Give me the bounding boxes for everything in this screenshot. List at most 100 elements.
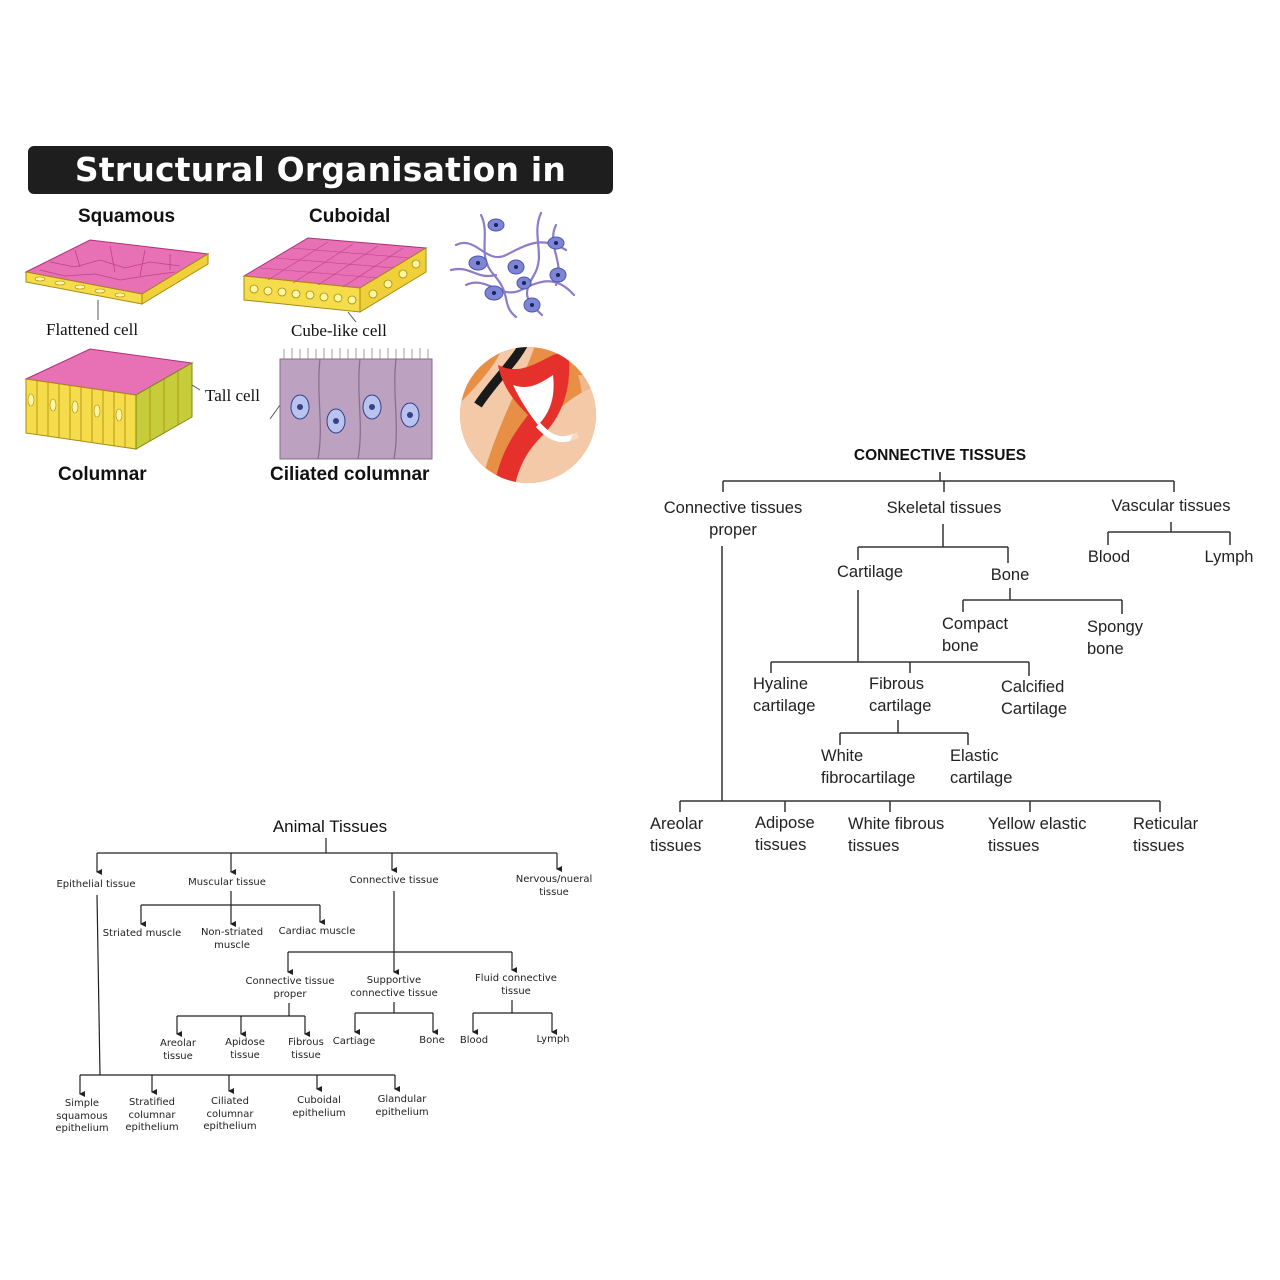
label-squamous: Squamous — [78, 206, 176, 227]
node-text-line: Areolar — [159, 1038, 197, 1049]
node-glandular-epithelium: Glandular epithelium — [375, 1094, 428, 1119]
node-text-line: Fibrous — [869, 675, 925, 693]
node-text-line: tissue — [539, 886, 569, 898]
node-text-line: tissues — [1133, 837, 1185, 855]
node-text-line: columnar — [128, 1109, 176, 1121]
node-connective-tissues-proper: Connective tissues proper — [664, 497, 803, 541]
node-text-line: Areolar — [650, 815, 704, 833]
banner-title: Structural Organisation in Animals — [28, 146, 613, 237]
node-striated-muscle: Striated muscle — [102, 928, 182, 939]
node-areolar-tissue: Areolar tissue — [160, 1038, 196, 1063]
node-connective-tissue-proper: Connective tissue proper — [246, 976, 335, 1001]
node-epithelial-tissue: Epithelial tissue — [56, 879, 136, 890]
node-bone: Bone — [990, 566, 1030, 584]
cuboidal-epithelium-illustration — [242, 237, 428, 322]
node-elastic-cartilage: Elastic cartilage — [950, 745, 1012, 789]
node-text-line: Hyaline — [753, 675, 809, 693]
node-nervous-tissue: Nervous/nueral tissue — [516, 874, 593, 899]
node-text-line: Glandular — [377, 1094, 427, 1105]
node-compact-bone: Compact bone — [942, 613, 1008, 657]
node-text-line: fibrocartilage — [821, 769, 916, 787]
node-cuboidal-epithelium: Cuboidal epithelium — [292, 1095, 345, 1120]
cartilage-joint-illustration — [460, 347, 596, 483]
label-flattened-cell: Flattened cell — [46, 320, 139, 339]
node-cardiac-muscle: Cardiac muscle — [278, 926, 356, 937]
node-fluid-connective-tissue: Fluid connective tissue — [475, 973, 557, 998]
label-columnar: Columnar — [58, 464, 147, 485]
node-text-line: Cartilage — [1001, 700, 1068, 718]
node-yellow-elastic-tissues: Yellow elastic tissues — [988, 813, 1086, 857]
node-text-line: Connective tissues — [663, 499, 803, 517]
node-stratified-columnar-epithelium: Stratified columnar epithelium — [125, 1097, 178, 1135]
node-connective-tissue: Connective tissue — [349, 875, 439, 886]
node-hyaline-cartilage: Hyaline cartilage — [753, 673, 815, 717]
node-text-line: proper — [709, 521, 757, 539]
node-text-line: cartilage — [753, 697, 816, 715]
node-bone: Bone — [419, 1035, 445, 1046]
animal-tissues-title: Animal Tissues — [272, 817, 388, 836]
node-text-line: Connective tissue — [245, 976, 335, 987]
node-white-fibrocartilage: White fibrocartilage — [821, 745, 915, 789]
label-cube-like-cell: Cube-like cell — [291, 321, 387, 340]
node-lymph: Lymph — [536, 1034, 570, 1045]
label-cuboidal: Cuboidal — [309, 206, 391, 227]
label-tall-cell: Tall cell — [205, 386, 260, 405]
node-areolar-tissues: Areolar tissues — [650, 813, 703, 857]
node-text-line: bone — [942, 637, 979, 655]
node-text-line: epithelium — [125, 1122, 179, 1133]
node-reticular-tissues: Reticular tissues — [1133, 813, 1198, 857]
node-lymph: Lymph — [1204, 548, 1254, 566]
node-text-line: White fibrous — [848, 815, 945, 833]
node-cartiage: Cartiage — [332, 1036, 376, 1047]
node-text-line: Spongy — [1087, 618, 1143, 636]
node-text-line: Non-striated — [200, 927, 264, 938]
node-blood: Blood — [459, 1035, 489, 1046]
node-skeletal-tissues: Skeletal tissues — [886, 499, 1002, 517]
node-blood: Blood — [1087, 548, 1131, 566]
node-text-line: White — [821, 747, 864, 765]
node-text-line: Fibrous — [288, 1037, 324, 1048]
node-text-line: tissue — [230, 1049, 260, 1061]
node-supportive-connective-tissue: Supportive connective tissue — [350, 975, 438, 1000]
node-text-line: proper — [273, 988, 307, 1000]
node-text-line: Apidose — [225, 1037, 265, 1048]
node-text-line: Simple — [64, 1098, 100, 1109]
node-spongy-bone: Spongy bone — [1087, 616, 1143, 660]
node-text-line: cartilage — [869, 697, 932, 715]
node-adipose-tissues: Adipose tissues — [755, 812, 815, 856]
node-apidose-tissue: Apidose tissue — [225, 1037, 265, 1062]
connective-tissues-title: CONNECTIVE TISSUES — [853, 447, 1027, 464]
node-text-line: squamous — [56, 1110, 108, 1122]
squamous-epithelium-illustration — [24, 239, 210, 320]
label-ciliated-columnar: Ciliated columnar — [270, 464, 430, 485]
node-text-line: tissues — [650, 837, 702, 855]
node-text-line: tissues — [755, 836, 807, 854]
node-text-line: Calcified — [1001, 678, 1065, 696]
node-text-line: muscle — [214, 939, 250, 951]
node-text-line: Nervous/nueral — [515, 874, 593, 885]
ciliated-columnar-illustration — [269, 348, 433, 460]
node-text-line: tissue — [501, 985, 531, 997]
columnar-epithelium-illustration — [24, 348, 200, 450]
node-text-line: Cuboidal — [297, 1095, 341, 1106]
node-text-line: epithelium — [292, 1107, 346, 1119]
node-fibrous-cartilage: Fibrous cartilage — [869, 673, 931, 717]
connective-cells-illustration — [449, 211, 576, 319]
node-text-line: tissue — [163, 1050, 193, 1062]
node-text-line: columnar — [206, 1108, 254, 1120]
node-calcified-cartilage: Calcified Cartilage — [1001, 676, 1067, 720]
node-text-line: Reticular — [1133, 815, 1199, 833]
node-text-line: Yellow elastic — [988, 815, 1087, 833]
node-text-line: Supportive — [366, 975, 422, 986]
node-text-line: Elastic — [950, 747, 999, 765]
node-text-line: connective tissue — [350, 987, 438, 999]
node-fibrous-tissue: Fibrous tissue — [288, 1037, 324, 1062]
node-text-line: tissues — [848, 837, 900, 855]
node-text-line: bone — [1087, 640, 1124, 658]
node-text-line: cartilage — [950, 769, 1013, 787]
node-text-line: Ciliated — [211, 1096, 249, 1107]
node-text-line: Stratified — [128, 1097, 176, 1108]
node-text-line: epithelium — [203, 1121, 257, 1132]
